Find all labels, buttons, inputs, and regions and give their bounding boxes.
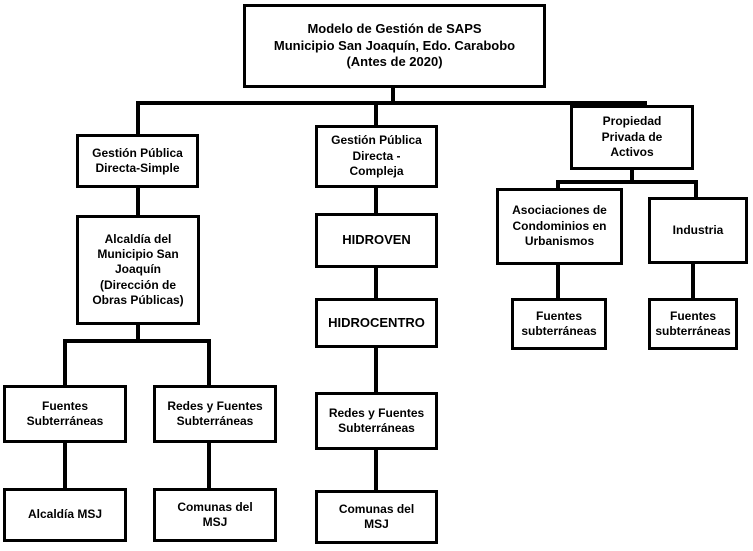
node-label: HIDROCENTRO	[328, 314, 425, 330]
connector-asoc-to-fuentes	[556, 265, 560, 299]
connector-left-simple-to-alcaldia	[136, 188, 140, 216]
node-label: Comunas del MSJ	[177, 499, 253, 529]
node-label: Propiedad Privada de Activos	[601, 114, 663, 160]
node-fuentes-subterraneas-industria[interactable]: Fuentes subterráneas	[648, 298, 738, 350]
node-hidrocentro[interactable]: HIDROCENTRO	[315, 298, 438, 348]
node-label: Fuentes subterráneas	[655, 308, 731, 338]
connector-propiedad-bus	[556, 180, 698, 184]
node-industria[interactable]: Industria	[648, 197, 748, 264]
node-fuentes-subterraneas-condominios[interactable]: Fuentes subterráneas	[511, 298, 607, 350]
connector-propiedad-to-industria	[694, 180, 698, 198]
node-alcaldia-del-municipio-san-joaquin[interactable]: Alcaldía del Municipio San Joaquín (Dire…	[76, 215, 200, 325]
node-comunas-del-msj-hidrocentro[interactable]: Comunas del MSJ	[315, 490, 438, 544]
node-label: Fuentes Subterráneas	[26, 398, 104, 428]
node-label: Alcaldía del Municipio San Joaquín (Dire…	[92, 231, 184, 308]
connector-hidrocentro-to-redes	[374, 348, 378, 393]
node-label: Redes y Fuentes Subterráneas	[167, 398, 263, 428]
connector-root-stem	[391, 88, 395, 104]
node-fuentes-subterraneas-alcaldia[interactable]: Fuentes Subterráneas	[3, 385, 127, 443]
node-gestion-publica-directa-simple[interactable]: Gestión Pública Directa-Simple	[76, 134, 199, 188]
node-label: Gestión Pública Directa-Simple	[92, 145, 183, 175]
node-redes-y-fuentes-subterraneas-hidrocentro[interactable]: Redes y Fuentes Subterráneas	[315, 392, 438, 450]
node-hidroven[interactable]: HIDROVEN	[315, 213, 438, 268]
connector-root-bus	[138, 101, 647, 105]
node-label: HIDROVEN	[342, 232, 411, 248]
root-node-modelo-de-gestion[interactable]: Modelo de Gestión de SAPS Municipio San …	[243, 4, 546, 88]
node-redes-y-fuentes-subterraneas-alcaldia[interactable]: Redes y Fuentes Subterráneas	[153, 385, 277, 443]
node-label: Fuentes subterráneas	[521, 308, 597, 338]
node-propiedad-privada-de-activos[interactable]: Propiedad Privada de Activos	[570, 105, 694, 170]
node-alcaldia-msj[interactable]: Alcaldía MSJ	[3, 488, 127, 542]
node-label: Asociaciones de Condominios en Urbanismo…	[512, 203, 607, 249]
connector-root-to-left	[136, 101, 140, 135]
connector-industria-to-fuentes	[691, 264, 695, 299]
connector-hidroven-to-hidrocentro	[374, 268, 378, 299]
node-gestion-publica-directa-compleja[interactable]: Gestión Pública Directa - Compleja	[315, 125, 438, 188]
connector-alcaldia-to-fuentes	[63, 339, 67, 386]
node-label: Gestión Pública Directa - Compleja	[331, 133, 422, 179]
connector-alcaldia-bus	[63, 339, 211, 343]
node-asociaciones-de-condominios-en-urbanismos[interactable]: Asociaciones de Condominios en Urbanismo…	[496, 188, 623, 265]
connector-propiedad-stem	[630, 170, 634, 183]
connector-propiedad-to-asoc	[556, 180, 560, 189]
node-label: Alcaldía MSJ	[27, 507, 103, 522]
node-label: Modelo de Gestión de SAPS Municipio San …	[273, 21, 516, 70]
connector-root-to-right	[643, 101, 647, 107]
node-label: Industria	[672, 222, 724, 237]
connector-redes-to-comunas	[207, 443, 211, 489]
connector-alcaldia-to-redes	[207, 339, 211, 386]
connector-fuentes-to-alcaldiamsj	[63, 443, 67, 489]
connector-compleja-to-hidroven	[374, 188, 378, 214]
connector-alcaldia-stem	[136, 325, 140, 341]
node-comunas-del-msj-alcaldia[interactable]: Comunas del MSJ	[153, 488, 277, 542]
node-label: Redes y Fuentes Subterráneas	[328, 405, 425, 435]
node-label: Comunas del MSJ	[338, 501, 415, 531]
connector-redes-to-comunas-mid	[374, 450, 378, 491]
connector-root-to-mid	[374, 101, 378, 126]
